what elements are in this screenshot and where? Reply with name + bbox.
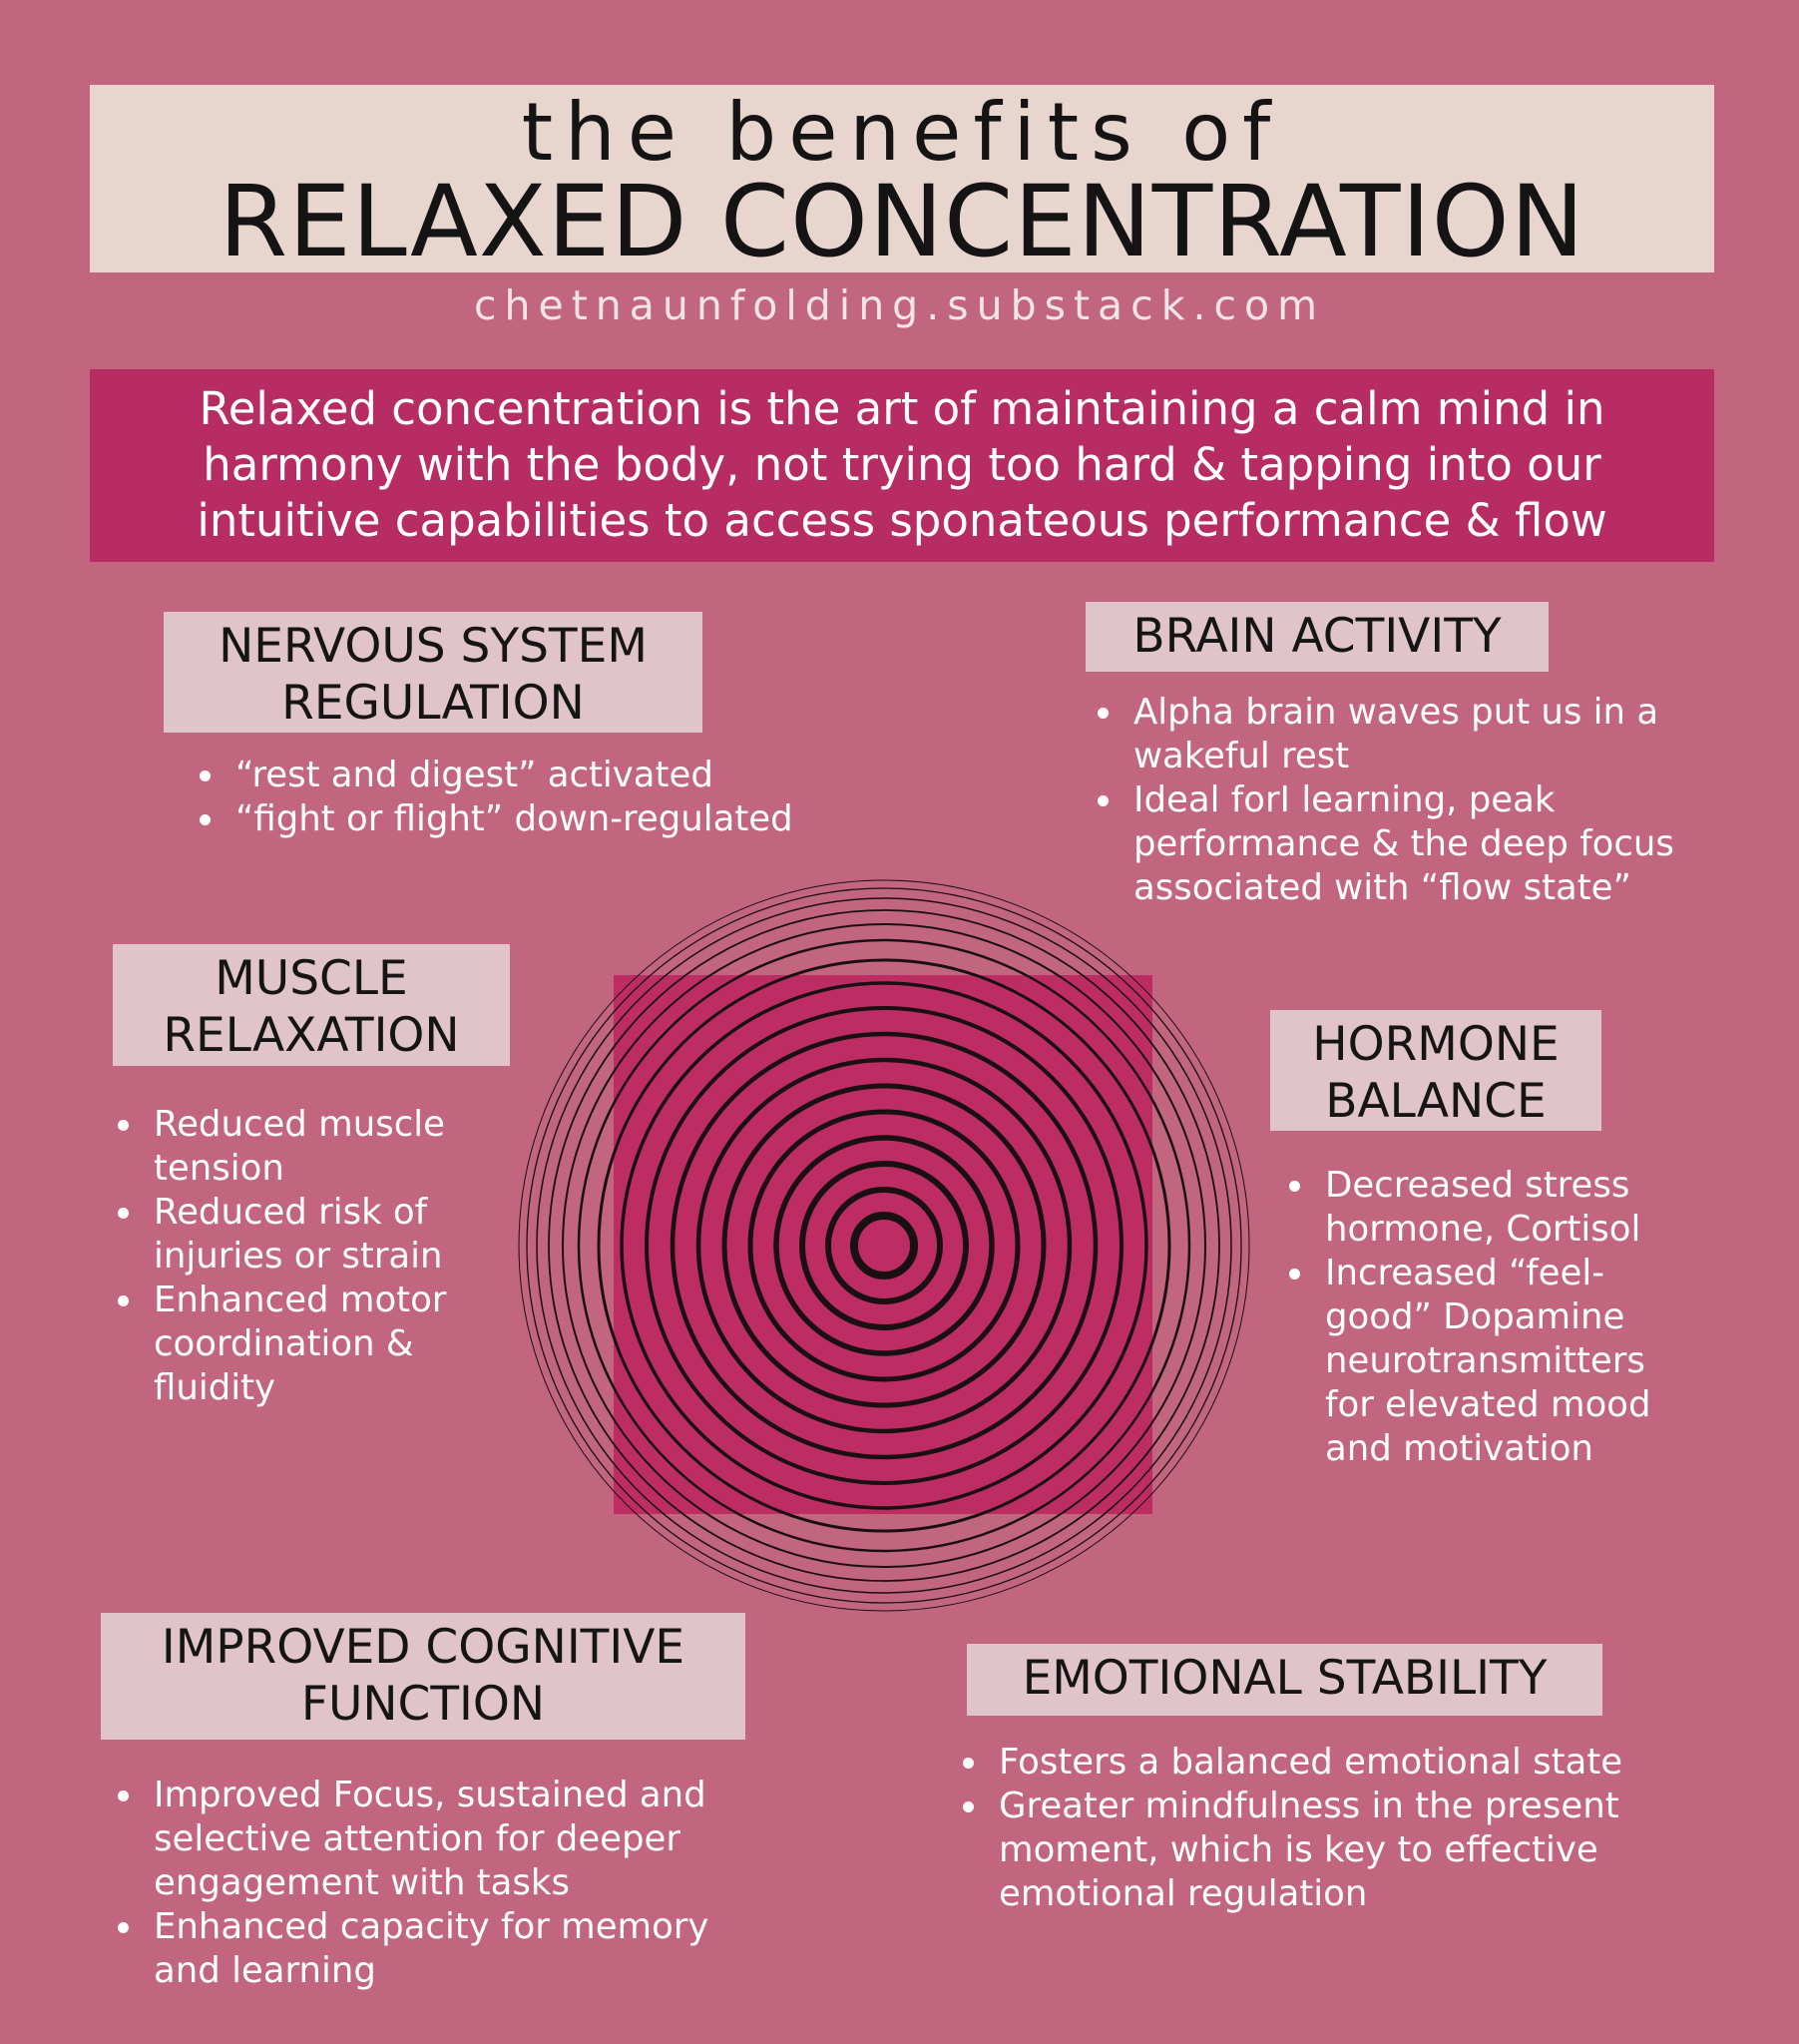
list-hormone-balance: Decreased stress hormone, Cortisol Incre… bbox=[1283, 1164, 1651, 1471]
list-item: Enhanced motor coordination & fluidity bbox=[112, 1278, 446, 1410]
list-item: Reduced risk of injuries or strain bbox=[112, 1191, 446, 1278]
intro-line: Relaxed concentration is the art of main… bbox=[199, 382, 1605, 435]
list-item: Reduced muscle tension bbox=[112, 1103, 446, 1191]
list-muscle-relaxation: Reduced muscle tension Reduced risk of i… bbox=[112, 1103, 446, 1410]
list-emotional-stability: Fosters a balanced emotional state Great… bbox=[957, 1741, 1622, 1916]
ring bbox=[670, 1031, 1099, 1460]
intro-banner: Relaxed concentration is the art of main… bbox=[90, 369, 1714, 562]
list-item: Enhanced capacity for memory and learnin… bbox=[112, 1905, 708, 1993]
heading-line: EMOTIONAL STABILITY bbox=[1022, 1651, 1548, 1706]
ring bbox=[562, 923, 1206, 1568]
heading-nervous-system: NERVOUS SYSTEM REGULATION bbox=[164, 612, 702, 733]
heading-line: NERVOUS SYSTEM bbox=[219, 619, 648, 674]
heading-line: IMPROVED COGNITIVE bbox=[161, 1620, 685, 1675]
center-square bbox=[614, 975, 1152, 1514]
list-item: Ideal forI learning, peak performance & … bbox=[1092, 778, 1674, 910]
ring bbox=[773, 1135, 995, 1356]
list-item: Increased “feel- good” Dopamine neurotra… bbox=[1283, 1252, 1651, 1471]
list-item: Greater mindfulness in the present momen… bbox=[957, 1785, 1622, 1916]
page-title: RELAXED CONCENTRATION bbox=[219, 165, 1585, 279]
list-item: “rest and digest” activated bbox=[194, 754, 793, 797]
heading-line: REGULATION bbox=[281, 676, 585, 731]
ring bbox=[747, 1109, 1021, 1382]
heading-line: FUNCTION bbox=[300, 1677, 546, 1732]
ring bbox=[536, 897, 1232, 1594]
list-item: Improved Focus, sustained and selective … bbox=[112, 1774, 708, 1905]
ring bbox=[850, 1212, 918, 1279]
ring bbox=[620, 981, 1148, 1510]
ring bbox=[799, 1161, 969, 1330]
list-cognitive-function: Improved Focus, sustained and selective … bbox=[112, 1774, 708, 1993]
ring bbox=[548, 909, 1220, 1582]
ring bbox=[721, 1083, 1047, 1408]
title-banner: the benefits of RELAXED CONCENTRATION bbox=[90, 85, 1714, 272]
ring bbox=[695, 1057, 1073, 1434]
ring bbox=[825, 1187, 943, 1304]
list-item: Alpha brain waves put us in a wakeful re… bbox=[1092, 691, 1674, 778]
ring bbox=[518, 879, 1250, 1612]
heading-brain-activity: BRAIN ACTIVITY bbox=[1086, 602, 1549, 672]
list-item: Decreased stress hormone, Cortisol bbox=[1283, 1164, 1651, 1252]
heading-cognitive-function: IMPROVED COGNITIVE FUNCTION bbox=[101, 1613, 745, 1740]
list-item: Fosters a balanced emotional state bbox=[957, 1741, 1622, 1785]
ring bbox=[597, 958, 1171, 1533]
website-url: chetnaunfolding.substack.com bbox=[473, 281, 1326, 329]
ring bbox=[645, 1006, 1124, 1485]
list-brain-activity: Alpha brain waves put us in a wakeful re… bbox=[1092, 691, 1674, 910]
ring bbox=[577, 938, 1191, 1553]
list-item: “fight or flight” down-regulated bbox=[194, 797, 793, 841]
heading-line: BRAIN ACTIVITY bbox=[1132, 609, 1502, 664]
heading-line: RELAXATION bbox=[163, 1008, 460, 1063]
intro-line: harmony with the body, not trying too ha… bbox=[203, 438, 1601, 491]
heading-line: BALANCE bbox=[1325, 1074, 1547, 1129]
heading-emotional-stability: EMOTIONAL STABILITY bbox=[967, 1644, 1602, 1716]
ring bbox=[526, 887, 1242, 1604]
heading-line: HORMONE bbox=[1312, 1017, 1560, 1072]
heading-muscle-relaxation: MUSCLE RELAXATION bbox=[113, 944, 510, 1066]
list-nervous-system: “rest and digest” activated “fight or fl… bbox=[194, 754, 793, 841]
title-subheading: the benefits of bbox=[521, 86, 1283, 179]
heading-line: MUSCLE bbox=[215, 951, 408, 1006]
heading-hormone-balance: HORMONE BALANCE bbox=[1270, 1010, 1601, 1131]
intro-line: intuitive capabilities to access sponate… bbox=[197, 494, 1607, 547]
